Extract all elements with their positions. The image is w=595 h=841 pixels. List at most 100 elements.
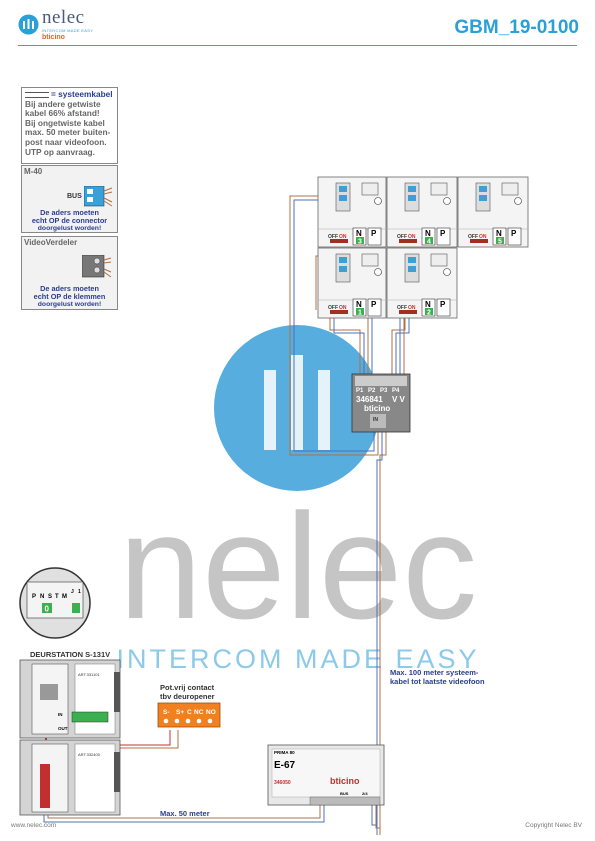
monitor-n-label: N xyxy=(425,229,431,238)
legend-line: UTP op aanvraag. xyxy=(25,146,95,157)
header-divider xyxy=(18,45,577,46)
ps-model: E-67 xyxy=(274,760,296,771)
legend-box: = systeemkabel Bij andere getwiste kabel… xyxy=(21,87,118,164)
zoom-label-n: N xyxy=(40,594,44,600)
module-code: ART.331101 xyxy=(78,672,100,677)
distributor-type: V V xyxy=(392,395,406,404)
zoom-label-p: P xyxy=(32,594,36,600)
monitor-off-label: OFF xyxy=(468,234,478,240)
video-distributor: P1 P2 P3 P4 346841 V V bticino IN xyxy=(351,373,411,433)
legend-title-row: = systeemkabel xyxy=(25,89,114,100)
legend-line: max. 50 meter buiten- xyxy=(25,127,111,138)
door-station-title: DEURSTATION S-131V xyxy=(30,650,111,659)
terminal-block-icon xyxy=(82,255,112,278)
door-station: ART.331101 ART.332400 IN OUT xyxy=(19,659,121,816)
monitor-p-label: P xyxy=(440,300,446,309)
zoom-label-j: J xyxy=(71,589,74,595)
legend-line: kabel 66% afstand! xyxy=(25,108,100,119)
bus-connector-icon xyxy=(84,186,113,207)
monitor-number: 1 xyxy=(358,310,362,317)
ps-code: 346050 xyxy=(274,780,291,786)
ps-brand: bticino xyxy=(330,776,360,786)
monitor-number: 5 xyxy=(498,239,502,246)
power-supply: PRIMA 80 E-67 346050 bticino BUS 2/4 xyxy=(267,744,385,806)
monitor-off-label: OFF xyxy=(397,234,407,240)
watermark-tagline: INTERCOM MADE EASY xyxy=(116,644,479,674)
monitor-n-label: N xyxy=(356,300,362,309)
monitor-unit: OFF ON N P 2 xyxy=(397,253,451,317)
monitor-on-label: ON xyxy=(479,234,487,240)
module-code: ART.332400 xyxy=(78,752,101,757)
contact-label-line: tbv deuropener xyxy=(160,692,215,701)
monitor-unit: OFF ON N P 5 xyxy=(468,182,522,246)
monitor-on-label: ON xyxy=(339,234,347,240)
monitor-on-label: ON xyxy=(339,305,347,311)
footer-copyright: Copyright Nelec BV xyxy=(525,822,582,829)
m40-panel: M-40 BUS De aders moeten echt OP de conn… xyxy=(21,165,118,233)
vv-note-line: De aders moeten xyxy=(40,284,99,293)
monitor-p-label: P xyxy=(371,229,377,238)
monitor-on-label: ON xyxy=(408,305,416,311)
distributor-port-label: P4 xyxy=(392,388,400,394)
legend-line: Bij andere getwiste xyxy=(25,98,101,109)
ps-brand-top: PRIMA 80 xyxy=(274,750,295,755)
contact-terminal: S+ xyxy=(176,709,184,716)
vv-note-line: echt OP de klemmen xyxy=(33,292,106,301)
system-cable-symbol-icon xyxy=(25,91,49,98)
zoom-digit: 0 xyxy=(45,605,50,614)
contact-terminal: C xyxy=(187,709,192,716)
document-id: GBM_19-0100 xyxy=(454,17,579,38)
sub-brand: bticino xyxy=(42,34,65,41)
ps-terminal-24: 2/4 xyxy=(362,791,368,796)
distributor-code: 346841 xyxy=(356,395,383,404)
monitor-n-label: N xyxy=(425,300,431,309)
max-100-line: Max. 100 meter systeem- xyxy=(390,668,479,677)
monitor-p-label: P xyxy=(511,229,517,238)
monitor-number: 3 xyxy=(358,239,362,246)
zoom-label-t: T xyxy=(55,594,59,600)
distributor-in-label: IN xyxy=(373,417,378,423)
monitor-off-label: OFF xyxy=(397,305,407,311)
brand-tagline: INTERCOM MADE EASY xyxy=(42,28,94,33)
contact-label: Pot.vrij contact tbv deuropener xyxy=(160,683,215,701)
monitor-number: 4 xyxy=(427,239,431,246)
ds-in-label: IN xyxy=(58,712,63,717)
footer-website[interactable]: www.nelec.com xyxy=(11,822,57,829)
bus-label: BUS xyxy=(67,193,82,200)
zoom-label-1: 1 xyxy=(78,589,81,595)
monitor-n-label: N xyxy=(356,229,362,238)
vv-note-line: doorgelust worden! xyxy=(37,301,102,308)
distributor-port-label: P1 xyxy=(356,388,364,394)
distributor-port-label: P3 xyxy=(380,388,388,394)
monitor-n-label: N xyxy=(496,229,502,238)
zoom-label-s: S xyxy=(48,594,52,600)
monitor-off-label: OFF xyxy=(328,305,338,311)
contact-terminal: NC xyxy=(194,709,204,716)
nelec-logo-icon xyxy=(18,14,39,35)
monitor-p-label: P xyxy=(440,229,446,238)
ps-terminal-bus: BUS xyxy=(340,791,349,796)
m40-note-line: echt OP de connector xyxy=(31,216,108,225)
monitor-unit: OFF ON N P 4 xyxy=(397,182,451,246)
legend-title: = systeemkabel xyxy=(51,89,113,99)
contact-terminal: NO xyxy=(206,709,216,716)
videoverdeler-title: VideoVerdeler xyxy=(24,238,78,247)
monitor-on-label: ON xyxy=(408,234,416,240)
legend-line: Bij ongetwiste kabel xyxy=(25,117,105,128)
contact-terminal: S- xyxy=(163,709,170,716)
videoverdeler-panel: VideoVerdeler De aders moeten echt OP de… xyxy=(21,236,118,310)
ds-out-label: OUT xyxy=(58,726,68,731)
door-station-zoom: P N S T M J 1 0 xyxy=(19,567,91,639)
nelec-logo xyxy=(18,9,118,45)
max-100-annotation: Max. 100 meter systeem- kabel tot laatst… xyxy=(390,668,485,686)
door-opener-contact: S- S+ C NC NO xyxy=(157,702,221,728)
monitor-number: 2 xyxy=(427,310,431,317)
legend-line: post naar videofoon. xyxy=(25,136,107,147)
watermark-word: nelec xyxy=(119,482,478,650)
monitor-unit: OFF ON N P 1 xyxy=(328,253,382,317)
max-100-line: kabel tot laatste videofoon xyxy=(390,677,485,686)
distributor-brand: bticino xyxy=(364,404,390,413)
contact-label-line: Pot.vrij contact xyxy=(160,683,215,692)
